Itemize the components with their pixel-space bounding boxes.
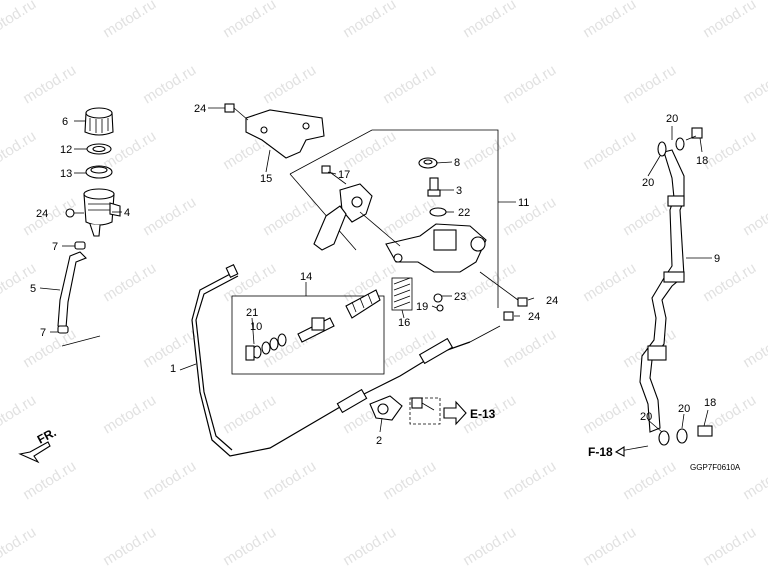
callout-4: 4 xyxy=(124,207,130,219)
callout-24-right: 24 xyxy=(546,295,558,307)
clutch-cable xyxy=(191,264,501,457)
small-washer xyxy=(433,293,444,312)
hose-clip-lower xyxy=(57,325,69,334)
callout-20-mid: 20 xyxy=(642,177,654,189)
leader-lines xyxy=(39,107,712,433)
cable-end-fitting xyxy=(369,395,435,421)
callout-2: 2 xyxy=(376,435,382,447)
callout-23: 23 xyxy=(454,291,466,303)
callout-17: 17 xyxy=(338,169,350,181)
callout-13: 13 xyxy=(60,168,72,180)
callout-15: 15 xyxy=(260,173,272,185)
callout-7-upper: 7 xyxy=(52,241,58,253)
callout-20-lower-right: 20 xyxy=(678,403,690,415)
upper-bolt-and-washers xyxy=(657,127,703,157)
callout-22: 22 xyxy=(458,207,470,219)
callout-8: 8 xyxy=(454,157,460,169)
reference-arrow-f18: F-18 xyxy=(588,445,649,459)
reservoir-tank xyxy=(83,188,121,237)
callout-18-top: 18 xyxy=(696,155,708,167)
callout-24-lower: 24 xyxy=(528,311,540,323)
reservoir-plate xyxy=(86,143,112,155)
callout-20-top: 20 xyxy=(666,113,678,125)
callout-12: 12 xyxy=(60,144,72,156)
ref-label-e13: E-13 xyxy=(470,407,496,421)
piston-kit-frame xyxy=(231,295,385,375)
callout-21: 21 xyxy=(246,307,258,319)
callout-14: 14 xyxy=(300,271,312,283)
callout-24-top: 24 xyxy=(194,103,206,115)
reference-arrow-e13: E-13 xyxy=(443,400,496,426)
callout-20-lower-left: 20 xyxy=(640,411,652,423)
front-direction-arrow: FR. xyxy=(18,425,59,464)
mounting-bolt xyxy=(65,208,84,218)
callout-16: 16 xyxy=(398,317,410,329)
reservoir-cap xyxy=(84,107,114,136)
callout-5: 5 xyxy=(30,283,36,295)
callout-7-lower: 7 xyxy=(40,327,46,339)
reservoir-hose xyxy=(57,251,87,329)
hydraulic-hose xyxy=(639,149,685,433)
callout-10: 10 xyxy=(250,321,262,333)
clutch-lever-link xyxy=(313,183,373,251)
assembly-frame xyxy=(289,129,499,308)
bracket xyxy=(245,109,325,159)
piston-spring xyxy=(391,277,413,311)
callout-9: 9 xyxy=(714,253,720,265)
callout-19: 19 xyxy=(416,301,428,313)
callout-1: 1 xyxy=(170,363,176,375)
diagram-code: GGP7F0610A xyxy=(690,463,741,472)
callout-3: 3 xyxy=(456,185,462,197)
bracket-bolt xyxy=(224,103,249,121)
detail-box xyxy=(409,397,441,425)
assembly-bolts xyxy=(479,271,528,321)
direction-label: FR. xyxy=(35,425,59,446)
callout-18-lower: 18 xyxy=(704,397,716,409)
sealing-washer xyxy=(429,207,447,217)
callout-11: 11 xyxy=(518,197,529,209)
reservoir-diaphragm xyxy=(85,165,113,179)
ref-label-f18: F-18 xyxy=(588,445,613,459)
master-cylinder-body xyxy=(385,223,487,273)
cap-seal xyxy=(418,157,438,169)
lower-bolt-and-washers xyxy=(658,425,713,446)
hose-clip-upper xyxy=(74,241,86,250)
piston-kit xyxy=(245,289,381,361)
callout-6: 6 xyxy=(62,116,68,128)
callout-24-left: 24 xyxy=(36,208,48,220)
banjo-bolt xyxy=(427,177,441,197)
